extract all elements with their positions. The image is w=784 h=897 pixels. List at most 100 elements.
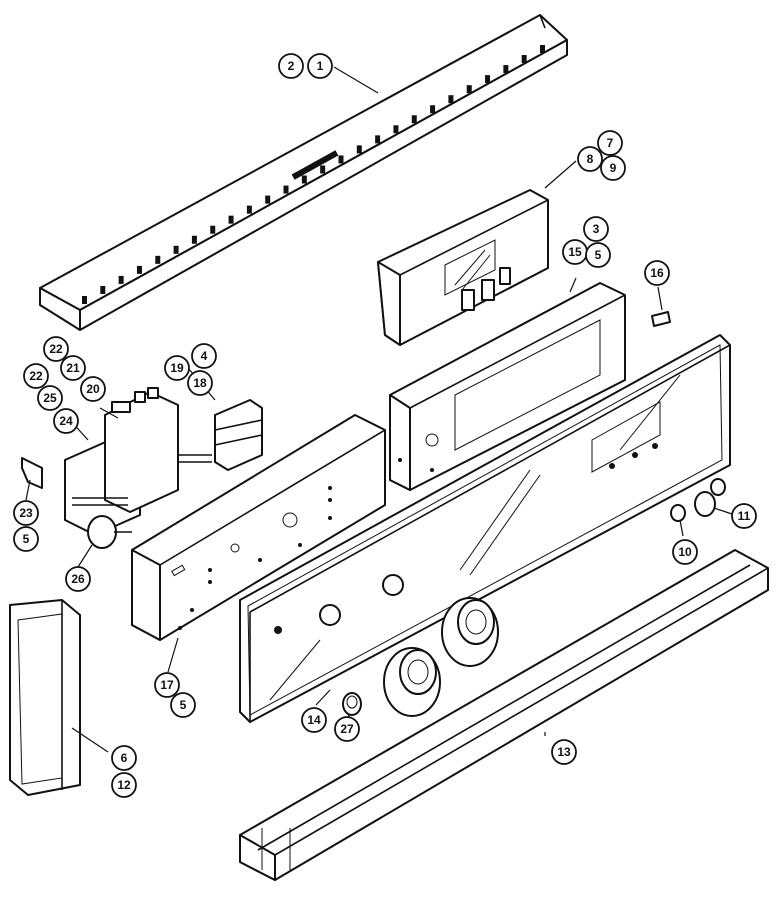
callout-label: 18 — [193, 376, 207, 390]
mounting-panel — [131, 414, 386, 641]
rail-slot — [485, 75, 491, 84]
callout-label: 15 — [568, 245, 582, 259]
callout-5b: 5 — [13, 526, 39, 552]
callout-22a: 22 — [43, 336, 69, 362]
callout-21: 21 — [60, 355, 86, 381]
callout-label: 2 — [288, 59, 295, 73]
terminal-block — [214, 399, 263, 471]
callout-label: 8 — [587, 152, 594, 166]
rail-slot — [320, 165, 326, 174]
callout-label: 26 — [71, 572, 85, 586]
callout-label: 5 — [180, 698, 187, 712]
callout-10: 10 — [672, 539, 698, 565]
knob-insert — [342, 692, 362, 716]
switch-bracket — [377, 189, 549, 346]
callout-5c: 5 — [170, 692, 196, 718]
callout-label: 27 — [340, 722, 354, 736]
rail-slot — [301, 175, 307, 184]
callout-label: 9 — [610, 161, 617, 175]
rail-slot — [283, 185, 289, 194]
large-knob-right — [441, 597, 499, 667]
rail-slot — [100, 285, 106, 294]
callout-2: 2 — [278, 53, 304, 79]
callout-label: 4 — [201, 349, 208, 363]
rail-slot — [191, 235, 197, 244]
rail-slot — [503, 65, 509, 74]
clip — [21, 457, 43, 489]
callout-label: 21 — [66, 361, 80, 375]
callout-24: 24 — [53, 408, 79, 434]
knob-small — [87, 515, 132, 549]
rail-slot — [210, 225, 216, 234]
callout-label: 5 — [23, 532, 30, 546]
callout-label: 25 — [43, 391, 57, 405]
rail-slot — [246, 205, 252, 214]
callout-7: 7 — [597, 130, 623, 156]
callout-23: 23 — [13, 500, 39, 526]
callout-20: 20 — [80, 376, 106, 402]
callout-label: 24 — [59, 414, 73, 428]
callout-label: 12 — [117, 778, 131, 792]
front-rail — [39, 14, 568, 331]
rail-slot — [393, 125, 399, 134]
callout-14: 14 — [301, 707, 327, 733]
callout-13: 13 — [551, 739, 577, 765]
callout-label: 7 — [607, 136, 614, 150]
callout-label: 10 — [678, 545, 692, 559]
rail-slot — [173, 245, 179, 254]
rail-slot — [356, 145, 362, 154]
rail-slot — [118, 275, 124, 284]
rail-slot — [155, 255, 161, 264]
callout-label: 14 — [307, 713, 321, 727]
callout-label: 22 — [49, 342, 63, 356]
callout-label: 5 — [595, 248, 602, 262]
infinite-switch — [64, 387, 212, 536]
callout-12: 12 — [111, 772, 137, 798]
rail-slot — [411, 115, 417, 124]
callout-11: 11 — [731, 503, 757, 529]
callout-label: 23 — [19, 506, 33, 520]
callout-label: 19 — [170, 361, 184, 375]
callout-26: 26 — [65, 566, 91, 592]
trim — [9, 599, 81, 796]
callout-27: 27 — [334, 716, 360, 742]
callout-label: 3 — [593, 222, 600, 236]
callout-label: 13 — [557, 745, 571, 759]
callout-label: 22 — [29, 369, 43, 383]
callout-4: 4 — [191, 343, 217, 369]
control-box — [389, 282, 626, 491]
callout-label: 1 — [317, 59, 324, 73]
callout-25: 25 — [37, 385, 63, 411]
rail-slot — [136, 265, 142, 274]
rail-slot — [466, 85, 472, 94]
control-panel — [239, 334, 731, 723]
rail-slot — [430, 105, 436, 114]
rail-slot — [228, 215, 234, 224]
callout-18: 18 — [187, 370, 213, 396]
callout-label: 11 — [738, 509, 751, 523]
rail-slot — [265, 195, 271, 204]
callout-17: 17 — [154, 672, 180, 698]
callout-16: 16 — [644, 260, 670, 286]
large-knob-left — [383, 647, 441, 717]
callout-label: 6 — [121, 751, 128, 765]
rail-slot — [338, 155, 344, 164]
rail-slot — [521, 55, 527, 64]
callout-22b: 22 — [23, 363, 49, 389]
callout-5: 5 — [585, 242, 611, 268]
callout-label: 17 — [160, 678, 174, 692]
callout-label: 20 — [86, 382, 100, 396]
small-knobs — [670, 478, 726, 522]
callout-label: 16 — [650, 266, 664, 280]
bottom-rail — [239, 549, 769, 881]
callout-6: 6 — [111, 745, 137, 771]
callout-1: 1 — [307, 53, 333, 79]
rail-slot — [375, 135, 381, 144]
rail-slot — [448, 95, 454, 104]
callout-9: 9 — [600, 155, 626, 181]
spacer — [651, 311, 671, 327]
callout-3: 3 — [583, 216, 609, 242]
callout-15: 15 — [562, 239, 588, 265]
rail-slot — [82, 296, 87, 304]
